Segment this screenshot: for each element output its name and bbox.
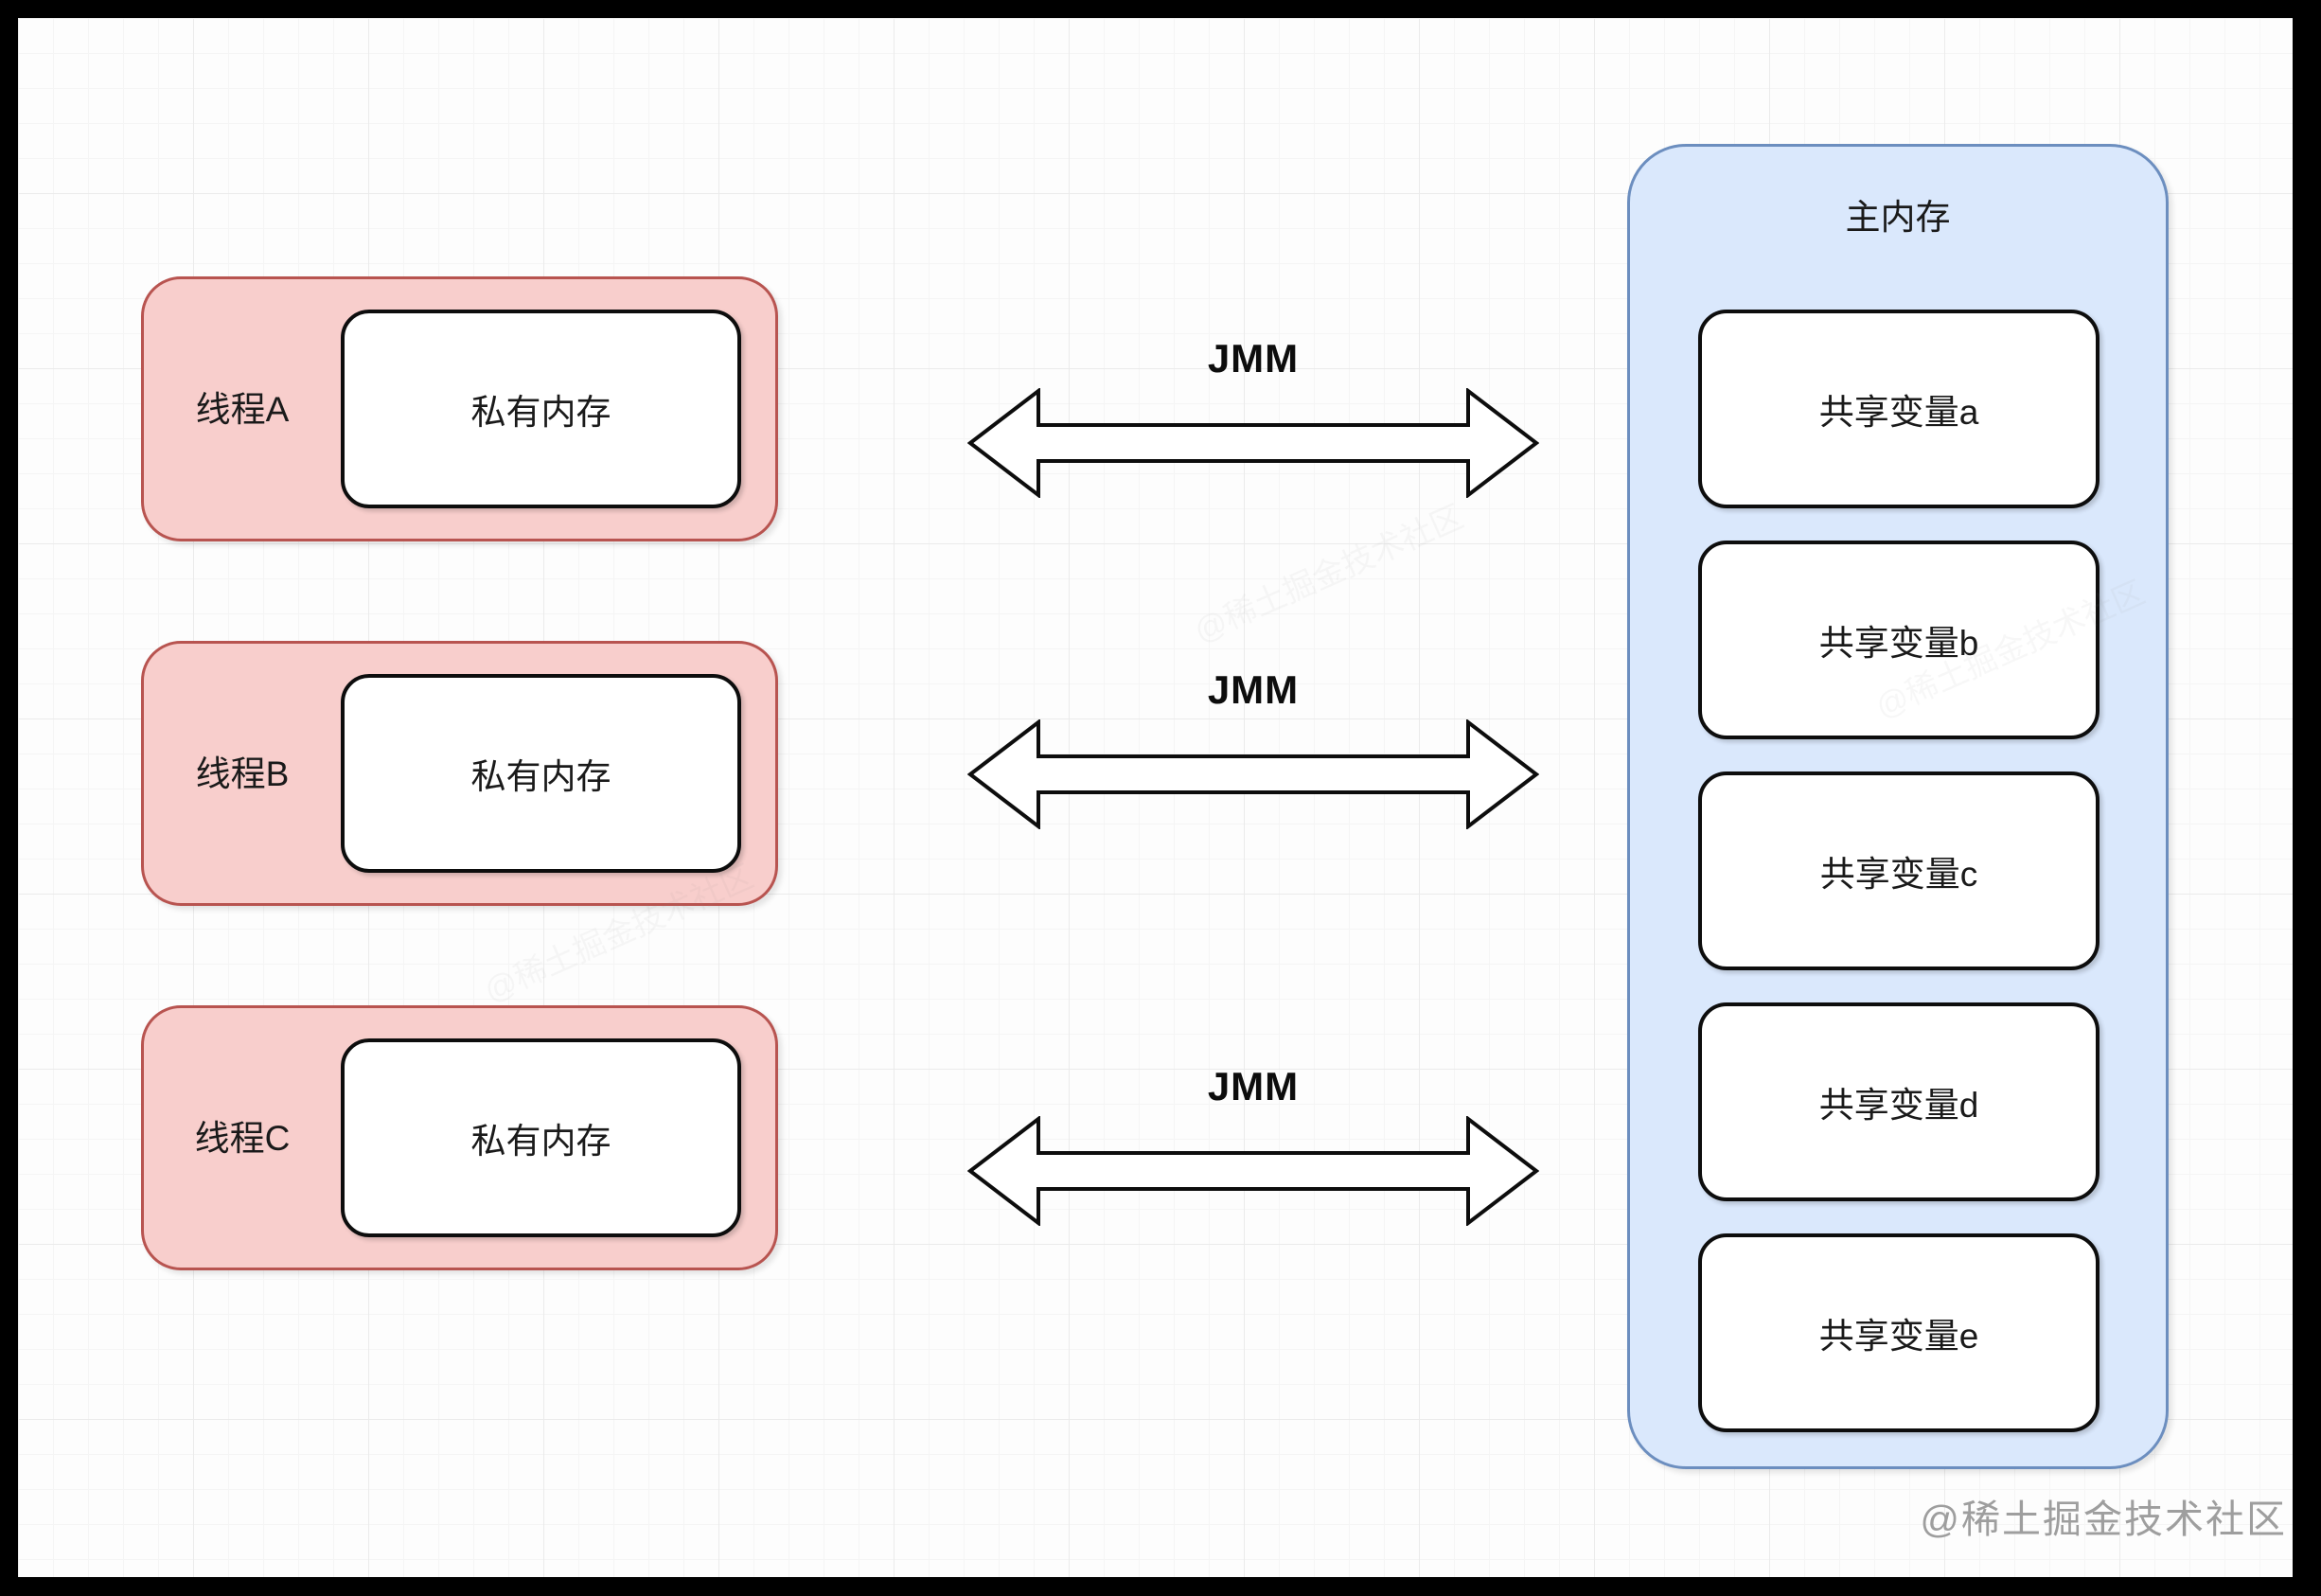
shared-variable-c-label: 共享变量c [1819,855,1978,894]
shared-variable-e-label: 共享变量e [1818,1317,1979,1356]
double-arrow-icon [967,388,1539,498]
shared-variable-d-box: 共享变量d [1698,1002,2100,1201]
thread-c-private-memory-label: 私有内存 [470,1122,611,1161]
thread-b-private-memory-box: 私有内存 [341,674,741,873]
main-memory-box: 主内存 共享变量a 共享变量b 共享变量c 共享变量d 共享变量e [1627,144,2169,1469]
thread-a-private-memory-label: 私有内存 [470,393,611,432]
diagram-canvas: 线程A 私有内存 线程B 私有内存 线程C 私有内存 JMM JMM JMM [18,18,2293,1577]
jmm-label-a: JMM [1207,336,1300,381]
jmm-link-c: JMM [967,1063,1539,1226]
double-arrow-icon [967,719,1539,829]
shared-variable-b-label: 共享变量b [1818,624,1979,663]
thread-a-box: 线程A 私有内存 [141,276,778,541]
shared-variable-a-box: 共享变量a [1698,310,2100,508]
thread-b-label: 线程B [195,754,290,793]
jmm-link-b: JMM [967,666,1539,829]
shared-variable-e-box: 共享变量e [1698,1233,2100,1432]
jmm-label-c: JMM [1207,1064,1300,1108]
thread-b-private-memory-label: 私有内存 [470,757,611,796]
main-memory-title: 主内存 [1845,198,1951,237]
thread-c-label: 线程C [194,1118,291,1158]
thread-c-private-memory-box: 私有内存 [341,1038,741,1237]
jmm-link-a: JMM [967,335,1539,498]
watermark: @稀土掘金技术社区 [1920,1498,2287,1541]
shared-variable-b-box: 共享变量b [1698,541,2100,739]
shared-variable-c-box: 共享变量c [1698,771,2100,970]
thread-a-private-memory-box: 私有内存 [341,310,741,508]
jmm-label-b: JMM [1207,667,1300,712]
thread-b-box: 线程B 私有内存 [141,641,778,906]
double-arrow-icon [967,1116,1539,1226]
shared-variable-a-label: 共享变量a [1818,393,1979,432]
thread-c-box: 线程C 私有内存 [141,1005,778,1270]
thread-a-label: 线程A [195,389,290,429]
faint-watermark: @稀土掘金技术社区 [1188,499,1469,650]
shared-variable-d-label: 共享变量d [1818,1086,1979,1125]
